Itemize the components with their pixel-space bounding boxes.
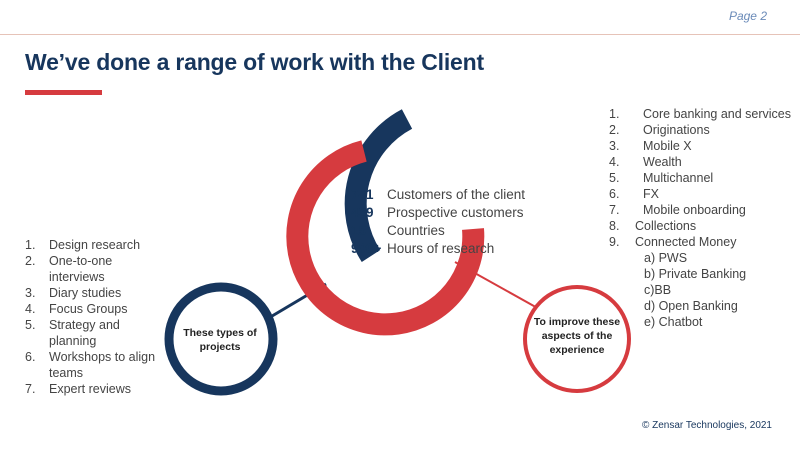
list-item: 5. Multichannel: [609, 170, 799, 186]
stat-label: Customers of the client: [387, 187, 526, 202]
stat-label: Prospective customers: [387, 205, 524, 220]
list-label: Core banking and services: [643, 107, 791, 121]
list-number: 5.: [25, 318, 36, 332]
page-number: Page 2: [728, 9, 767, 23]
list-number: 6.: [609, 187, 620, 201]
list-number: 2.: [25, 254, 36, 268]
experience-aspects-label: To improve these aspects of the experien…: [533, 316, 621, 356]
header-divider: [0, 34, 800, 35]
list-item: 7. Expert reviews: [25, 381, 160, 397]
stat-label: Countries: [387, 223, 445, 238]
stat-value: 429: [351, 205, 374, 220]
title-accent-bar: [25, 90, 102, 95]
stat-value: 15: [351, 223, 367, 238]
list-label: Wealth: [643, 155, 682, 169]
list-label: Strategy and planning: [49, 318, 120, 348]
list-item: 2. One-to-one interviews: [25, 253, 160, 285]
list-label: Focus Groups: [49, 302, 128, 316]
list-item: 9. Connected Money: [609, 234, 799, 250]
list-item: 7. Mobile onboarding: [609, 202, 799, 218]
research-stats: 741 Customers of the client 429 Prospect…: [351, 187, 525, 259]
list-item: 4. Wealth: [609, 154, 799, 170]
stat-customers: 741 Customers of the client: [351, 187, 525, 205]
list-number: 8.: [609, 219, 620, 233]
list-number: 1.: [609, 107, 620, 121]
list-label: Workshops to align teams: [49, 350, 156, 380]
experience-aspects-list: 1. Core banking and services 2. Originatio…: [609, 106, 799, 330]
list-item: 6. Workshops to align teams: [25, 349, 160, 381]
list-item: 1. Core banking and services: [609, 106, 799, 122]
list-item: 2. Originations: [609, 122, 799, 138]
list-item: 6. FX: [609, 186, 799, 202]
list-number: 6.: [25, 350, 36, 364]
list-label: Mobile onboarding: [643, 203, 746, 217]
list-number: 2.: [609, 123, 620, 137]
sub-list-item: d) Open Banking: [644, 299, 738, 313]
list-item: 3. Mobile X: [609, 138, 799, 154]
list-label: Expert reviews: [49, 382, 131, 396]
list-number: 7.: [609, 203, 620, 217]
list-label: Design research: [49, 238, 141, 252]
list-label: Connected Money: [635, 235, 737, 249]
list-number: 3.: [609, 139, 620, 153]
red-arc: [286, 140, 485, 336]
page-title: We’ve done a range of work with the Clie…: [25, 49, 484, 75]
list-number: 4.: [25, 302, 36, 316]
list-label: Multichannel: [643, 171, 714, 185]
list-item: 1. Design research: [25, 237, 160, 253]
project-types-label: These types of projects: [183, 327, 257, 353]
stat-value: 741: [351, 187, 374, 202]
stat-value: 900+: [351, 241, 382, 256]
copyright-notice: © Zensar Technologies, 2021: [641, 420, 772, 431]
list-item: 5. Strategy and planning: [25, 317, 160, 349]
list-label: Diary studies: [49, 286, 122, 300]
list-number: 5.: [609, 171, 620, 185]
list-number: 9.: [609, 235, 620, 249]
project-types-list: 1. Design research 2. One-to-one interview…: [25, 237, 160, 397]
experience-aspects-circle: [523, 285, 631, 393]
stat-countries: 15 Countries: [351, 223, 525, 241]
stat-prospects: 429 Prospective customers: [351, 205, 525, 223]
list-item: 3. Diary studies: [25, 285, 160, 301]
list-label: FX: [643, 187, 659, 201]
list-label: Mobile X: [643, 139, 692, 153]
list-label: Collections: [635, 219, 697, 233]
project-types-circle: [164, 282, 278, 396]
list-label: One-to-one interviews: [49, 254, 113, 284]
sub-list-item: c)BB: [644, 283, 672, 297]
sub-list-item: e) Chatbot: [644, 315, 703, 329]
list-number: 3.: [25, 286, 36, 300]
list-number: 1.: [25, 238, 36, 252]
list-label: Originations: [643, 123, 710, 137]
list-number: 4.: [609, 155, 620, 169]
sub-list-item: b) Private Banking: [644, 267, 747, 281]
list-number: 7.: [25, 382, 36, 396]
stat-hours: 900+ Hours of research: [351, 241, 525, 259]
sub-list-item: a) PWS: [644, 251, 688, 265]
list-item: 4. Focus Groups: [25, 301, 160, 317]
navy-arc: [344, 109, 413, 262]
list-item: 8. Collections: [609, 218, 799, 234]
stat-label: Hours of research: [387, 241, 495, 256]
